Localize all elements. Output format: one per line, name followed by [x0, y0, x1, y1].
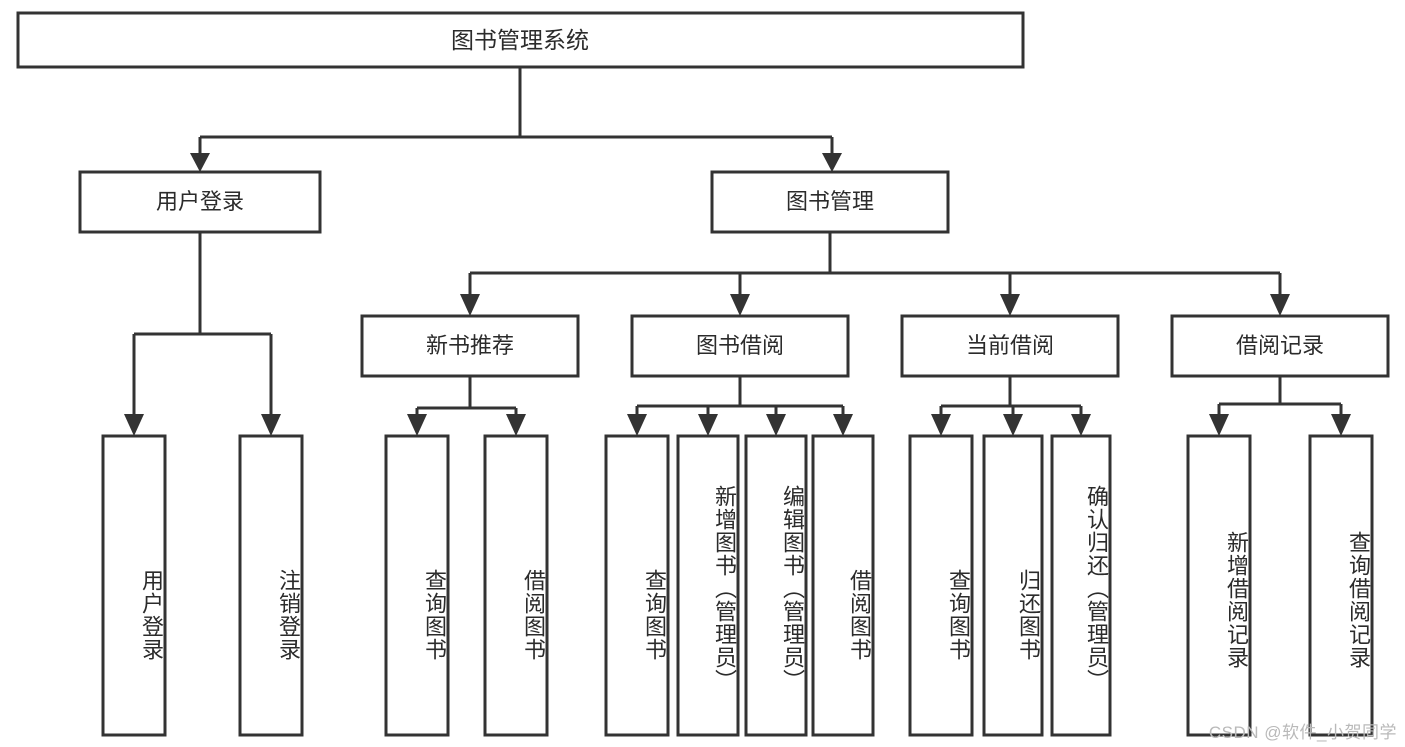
arrowhead-cb-to-leaf3 [1071, 414, 1091, 436]
leaf-borrow-book-1-box[interactable] [483, 434, 549, 737]
arrowhead-bm-to-book-borrow [730, 294, 750, 316]
leaf-add-book-admin-box[interactable] [676, 434, 740, 737]
leaf-return-book-box[interactable] [982, 434, 1044, 737]
arrowhead-user-login-to-leaf2 [261, 414, 281, 436]
arrowhead-bb-to-leaf3 [766, 414, 786, 436]
node-current-borrow-box[interactable] [900, 314, 1120, 378]
csdn-watermark: CSDN @软件_小贺同学 [1208, 723, 1397, 742]
leaf-user-login-box[interactable] [101, 434, 167, 737]
arrowhead-root-to-book-management [822, 153, 842, 172]
leaf-query-book-2-box[interactable] [604, 434, 670, 737]
arrowhead-bb-to-leaf4 [833, 414, 853, 436]
leaf-query-book-3-box[interactable] [908, 434, 974, 737]
node-book-borrow-box[interactable] [630, 314, 850, 378]
connectors-book-management-to-level2 [460, 232, 1290, 316]
node-new-book-recommend[interactable]: 新书推荐 [360, 314, 580, 378]
node-user-login-label: 用户登录 [156, 189, 244, 214]
arrowhead-cb-to-leaf2 [1003, 414, 1023, 436]
leaf-borrow-book-2-box[interactable] [811, 434, 875, 737]
arrowhead-bb-to-leaf2 [698, 414, 718, 436]
node-book-management-label: 图书管理 [786, 189, 874, 214]
node-borrow-record[interactable]: 借阅记录 [1170, 314, 1390, 378]
arrowhead-bm-to-new-book [460, 294, 480, 316]
node-system-title-box[interactable] [16, 11, 1025, 69]
leaf-edit-book-admin-box[interactable] [744, 434, 808, 737]
arrowhead-cb-to-leaf1 [931, 414, 951, 436]
node-book-borrow[interactable]: 图书借阅 [630, 314, 850, 378]
node-current-borrow[interactable]: 当前借阅 [900, 314, 1120, 378]
leaf-logout-box[interactable] [238, 434, 304, 737]
connectors-book-borrow-to-leaves [627, 376, 853, 436]
arrowhead-bm-to-current-borrow [1000, 294, 1020, 316]
leaf-confirm-return-admin-box[interactable] [1050, 434, 1112, 737]
arrowhead-bb-to-leaf1 [627, 414, 647, 436]
node-current-borrow-label: 当前借阅 [966, 333, 1054, 358]
leaf-query-borrow-record-box[interactable] [1308, 434, 1374, 737]
arrowhead-br-to-leaf2 [1331, 414, 1351, 436]
leaf-add-borrow-record-box[interactable] [1186, 434, 1252, 737]
arrowhead-root-to-user-login [190, 153, 210, 172]
node-user-login[interactable]: 用户登录 [78, 170, 322, 234]
arrowhead-nb-to-leaf2 [506, 414, 526, 436]
node-system-title[interactable]: 图书管理系统 [16, 11, 1025, 69]
arrowhead-bm-to-borrow-record [1270, 294, 1290, 316]
node-new-book-recommend-box[interactable] [360, 314, 580, 378]
connectors-user-login-to-leaves [124, 232, 281, 436]
node-book-management-box[interactable] [710, 170, 950, 234]
node-borrow-record-label: 借阅记录 [1236, 333, 1324, 358]
node-book-management[interactable]: 图书管理 [710, 170, 950, 234]
connectors-root-to-level1 [190, 67, 842, 172]
node-borrow-record-box[interactable] [1170, 314, 1390, 378]
connectors-new-book-to-leaves [407, 376, 526, 436]
arrowhead-user-login-to-leaf1 [124, 414, 144, 436]
arrowhead-br-to-leaf1 [1209, 414, 1229, 436]
leaf-query-book-1-box[interactable] [384, 434, 450, 737]
node-system-title-label: 图书管理系统 [451, 27, 589, 53]
node-book-borrow-label: 图书借阅 [696, 333, 784, 358]
connectors-current-borrow-to-leaves [931, 376, 1091, 436]
arrowhead-nb-to-leaf1 [407, 414, 427, 436]
node-new-book-recommend-label: 新书推荐 [426, 333, 514, 358]
node-user-login-box[interactable] [78, 170, 322, 234]
connectors-borrow-record-to-leaves [1209, 376, 1351, 436]
